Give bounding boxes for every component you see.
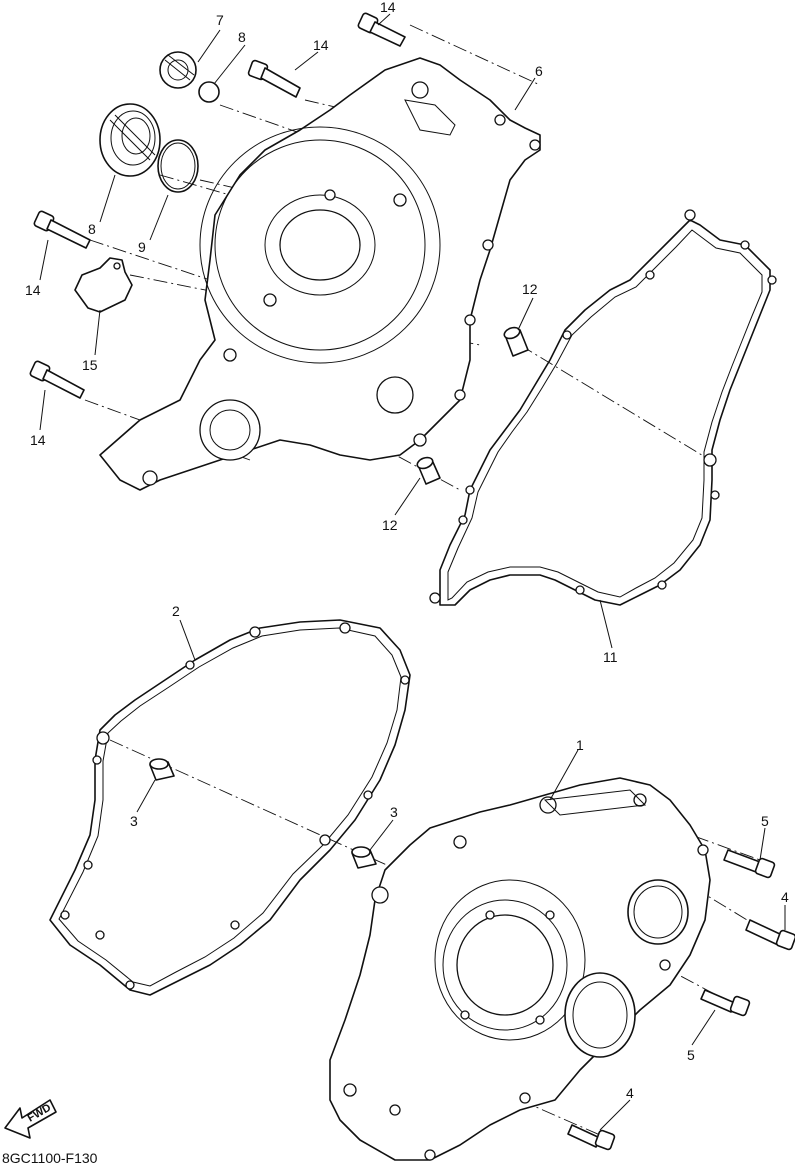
callout-12-top: 12 <box>522 281 538 297</box>
bolt-14-left <box>33 210 91 249</box>
fwd-arrow-icon: FWD <box>4 1099 57 1139</box>
callout-12-bottom: 12 <box>382 517 398 533</box>
diagram-code: 8GC1100-F130 <box>2 1150 98 1166</box>
callout-14-lower: 14 <box>30 432 46 448</box>
callout-1: 1 <box>576 737 584 753</box>
callout-11: 11 <box>603 649 618 665</box>
clamp-15 <box>74 257 133 313</box>
bolt-5-bottom <box>700 989 751 1017</box>
callout-7: 8 <box>88 221 96 237</box>
callout-5-top: 5 <box>761 813 769 829</box>
callout-14-left: 14 <box>25 282 41 298</box>
callout-5-bottom: 5 <box>687 1047 695 1063</box>
plug-9 <box>159 51 197 89</box>
callout-10: 8 <box>238 29 246 45</box>
callout-9: 7 <box>216 12 224 28</box>
crankcase-cover-lower <box>329 777 711 1161</box>
gasket-upper <box>429 209 777 606</box>
o-ring-10 <box>198 81 220 103</box>
crankcase-cover-upper <box>99 57 541 491</box>
callout-6: 6 <box>535 63 543 79</box>
dowel-12-top <box>503 326 529 357</box>
dowel-3-right <box>351 846 377 869</box>
bolt-13 <box>357 12 406 47</box>
callout-2: 2 <box>172 603 180 619</box>
dowel-12-bottom <box>416 456 441 485</box>
callout-8: 9 <box>138 239 146 255</box>
bolt-14-top <box>247 59 301 98</box>
callout-14-top: 14 <box>313 37 329 53</box>
dowel-3-left <box>149 758 175 781</box>
gasket-lower <box>49 619 411 996</box>
bolt-4-bottom <box>567 1124 616 1151</box>
bolt-4-top <box>745 919 795 951</box>
cap-7 <box>99 103 161 177</box>
callout-4-top: 4 <box>781 889 789 905</box>
callout-15: 15 <box>82 357 98 373</box>
bolt-5-top <box>723 849 776 879</box>
callout-4-bottom: 4 <box>626 1085 634 1101</box>
bolt-14-lower <box>29 360 85 399</box>
callout-3-right: 3 <box>390 804 398 820</box>
o-ring-8 <box>157 139 199 193</box>
leader-lines <box>39 13 786 1131</box>
callout-labels: 7 8 14 14 6 8 9 14 15 14 12 12 11 2 3 3 … <box>25 0 789 1101</box>
callout-13: 14 <box>380 0 396 15</box>
callout-3-left: 3 <box>130 813 138 829</box>
